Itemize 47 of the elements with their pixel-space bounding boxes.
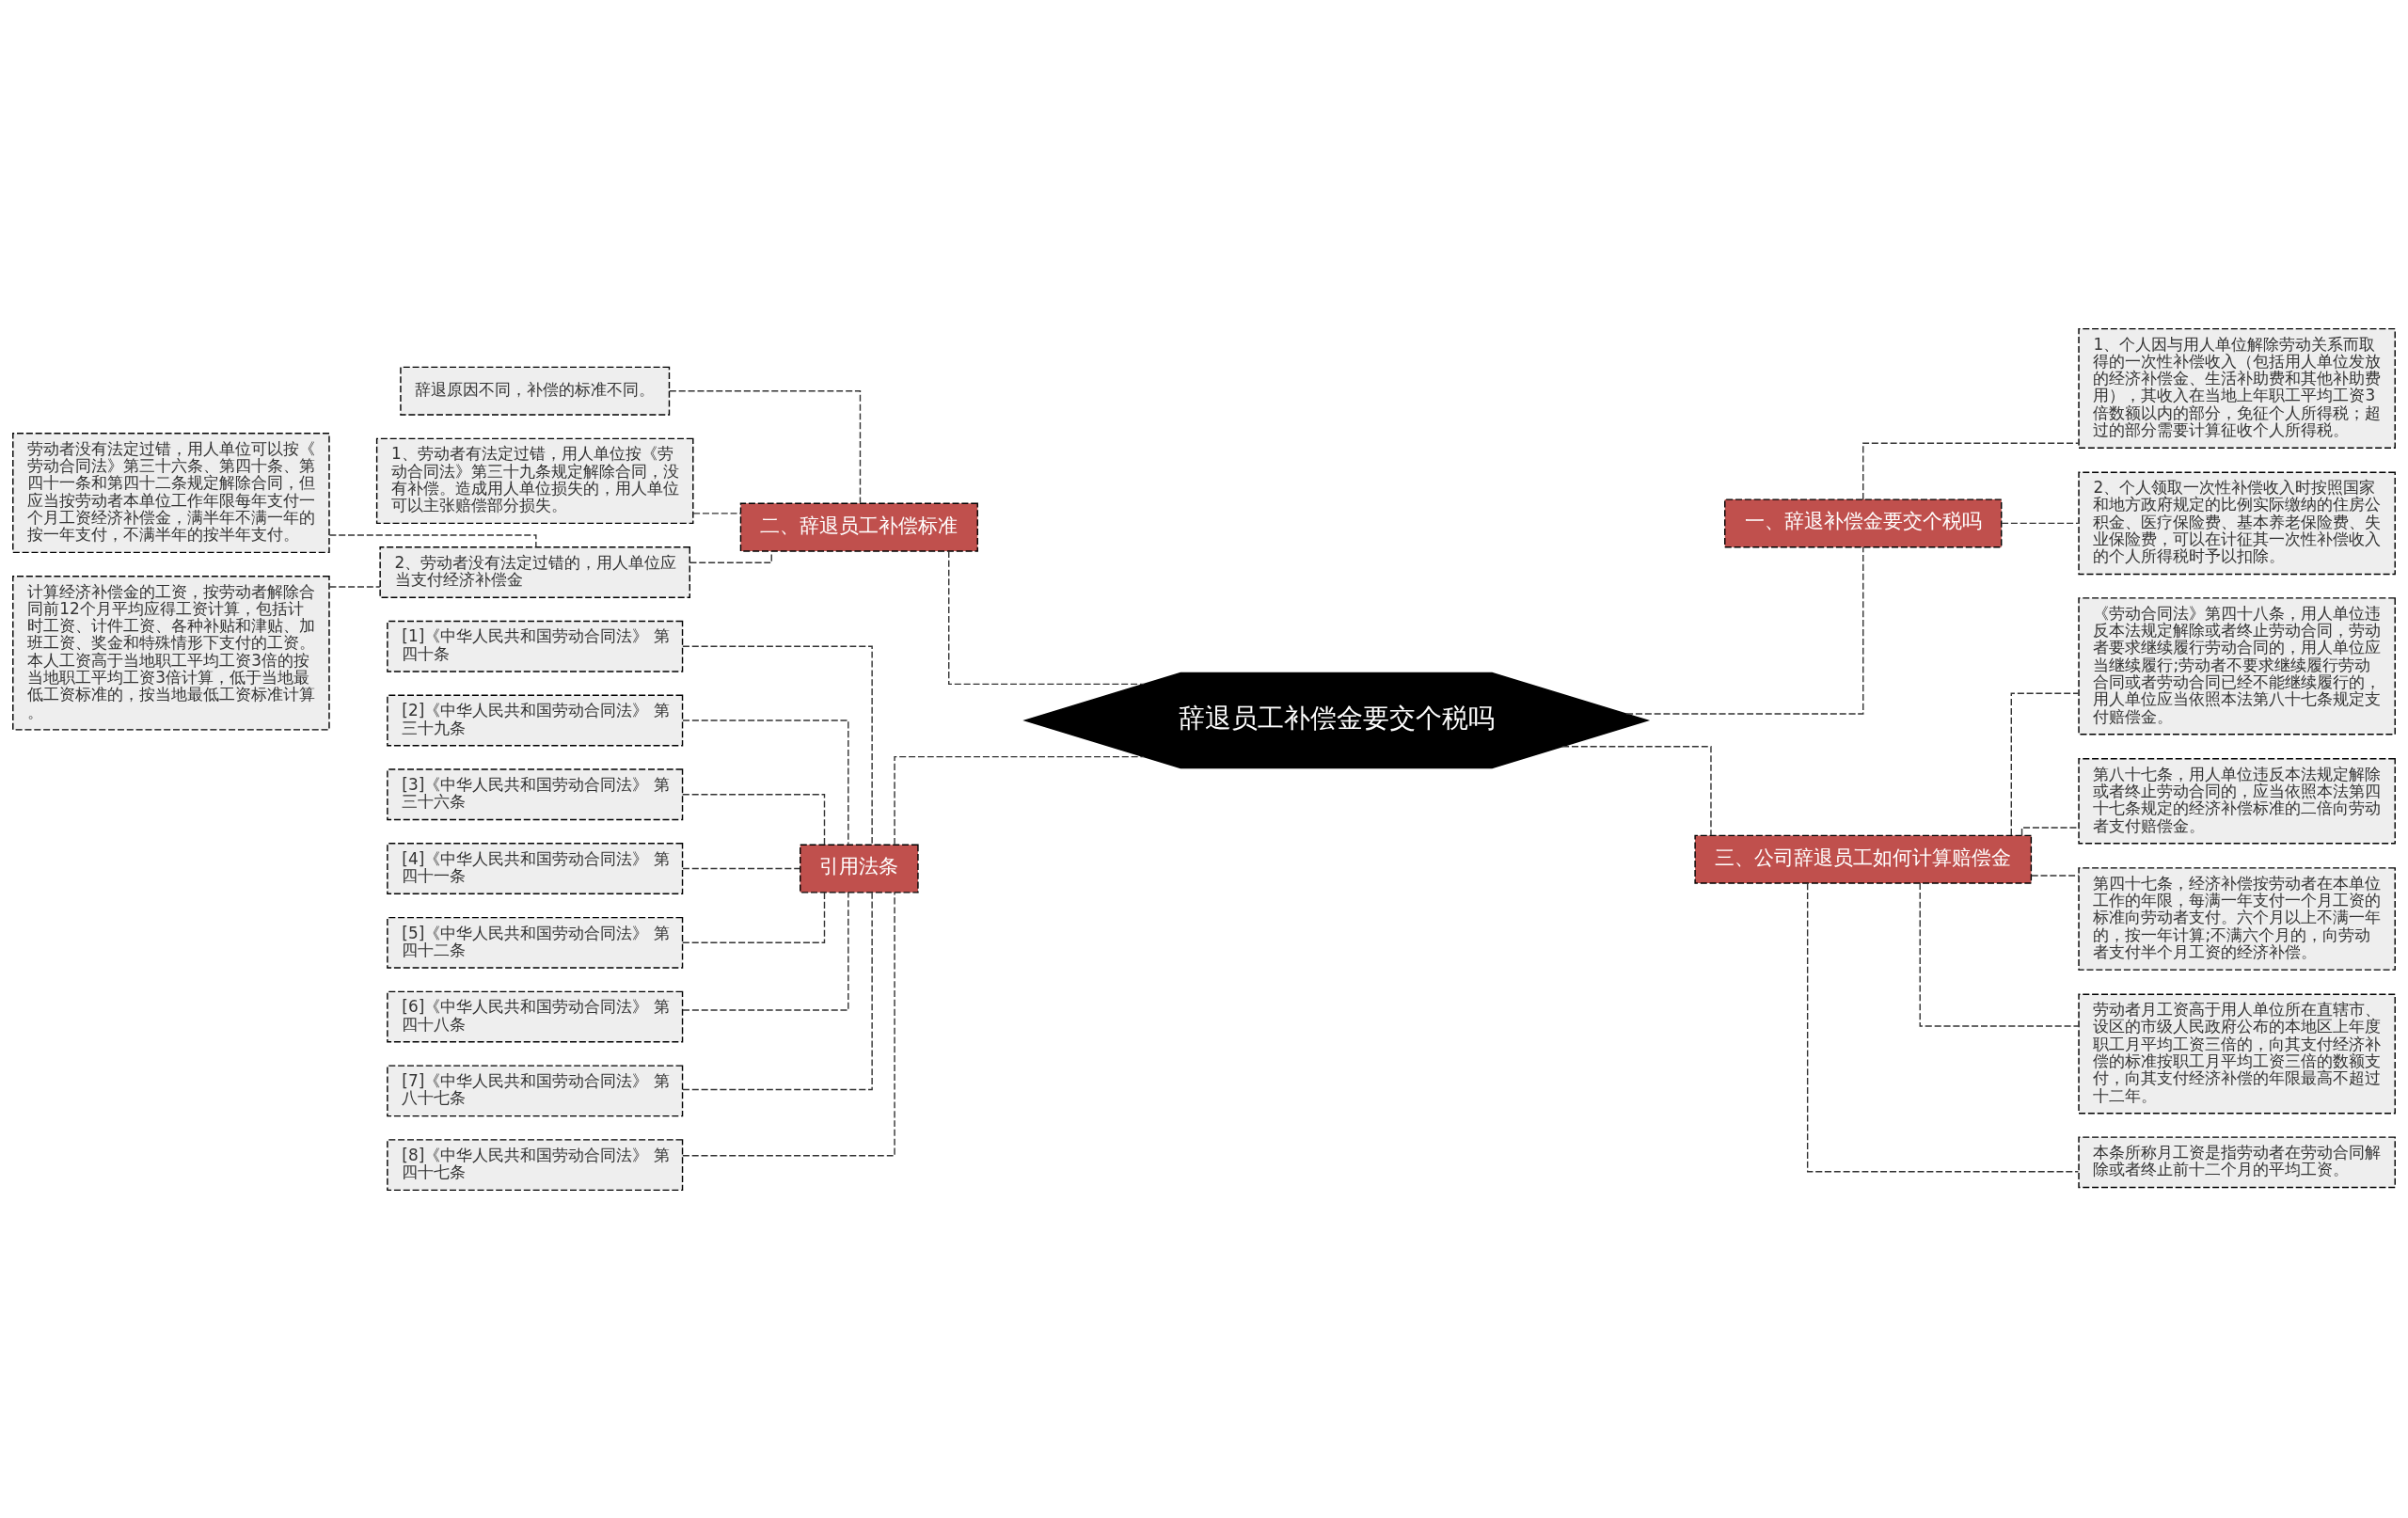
node-box: [8]《中华人民共和国劳动合同法》 第四十七条 [387, 1138, 684, 1191]
node-box: 三、公司辞退员工如何计算赔偿金 [1694, 834, 2033, 884]
connector [1625, 546, 1864, 715]
node-box: 第四十七条，经济补偿按劳动者在本单位工作的年限，每满一年支付一个月工资的标准向劳动者支付。六个月以上不满一年的，按一年计算;不满六个月的，向劳动者支付半个月工资的经济补偿。 [2078, 866, 2396, 971]
node-box: 计算经济补偿金的工资，按劳动者解除合同前12个月平均应得工资计算，包括计时工资、计件工资、各种补贴和津贴、加班工资、奖金和特殊情形下支付的工资。本人工资高于当地职工平均工资3倍的按当地职工平均工资3倍计算，低于当地最低工资标准的，按当地最低工资标准计算。 [12, 575, 330, 731]
node-box: 本条所称月工资是指劳动者在劳动合同解除或者终止前十二个月的平均工资。 [2078, 1135, 2396, 1188]
connector [1806, 882, 2080, 1172]
connector [682, 793, 826, 846]
node-box: 一、辞退补偿金要交个税吗 [1724, 498, 2003, 547]
node-box: 第八十七条，用人单位违反本法规定解除或者终止劳动合同的，应当依照本法第四十七条规定的经济补偿标准的二倍向劳动者支付赔偿金。 [2078, 757, 2396, 845]
connector [682, 891, 826, 943]
connector [682, 891, 895, 1156]
connector [328, 585, 381, 588]
node-box: 劳动者月工资高于用人单位所在直辖市、设区的市级人民政府公布的本地区上年度职工月平均工资三倍的，向其支付经济补偿的标准按职工月平均工资三倍的数额支付，向其支付经济补偿的年限最高不超过十二年。 [2078, 993, 2396, 1114]
node-box: [7]《中华人民共和国劳动合同法》 第八十七条 [387, 1064, 684, 1116]
connector [682, 867, 801, 869]
connector [669, 389, 862, 503]
connector [2010, 692, 2080, 836]
connector [328, 533, 537, 547]
node-box: [3]《中华人民共和国劳动合同法》 第三十六条 [387, 767, 684, 820]
connector [1561, 745, 1712, 836]
connector [1862, 442, 2080, 500]
connector [682, 891, 849, 1011]
node-box: 1、个人因与用人单位解除劳动关系而取得的一次性补偿收入（包括用人单位发放的经济补偿金、生活补助费和其他补助费用），其收入在当地上年职工平均工资3倍数额以内的部分，免征个人所得税；超过的部分需要计算征收个人所得税。 [2078, 327, 2396, 449]
node-box: 二、辞退员工补偿标准 [739, 502, 978, 552]
connector [1919, 881, 2080, 1027]
node-box: [6]《中华人民共和国劳动合同法》 第四十八条 [387, 990, 684, 1043]
node-box: 2、劳动者没有法定过错的，用人单位应当支付经济补偿金 [379, 546, 690, 598]
connector [948, 549, 1145, 685]
connector [682, 719, 849, 845]
connector [2030, 874, 2080, 877]
connector [2001, 522, 2080, 524]
node-box: [4]《中华人民共和国劳动合同法》 第四十一条 [387, 842, 684, 894]
connector [689, 550, 772, 563]
node-box: 2、个人领取一次性补偿收入时按照国家和地方政府规定的比例实际缴纳的住房公积金、医疗保险费、基本养老保险费、失业保险费，可以在计征其一次性补偿收入的个人所得税时予以扣除。 [2078, 471, 2396, 575]
connector [894, 755, 1145, 845]
node-box: 《劳动合同法》第四十八条，用人单位违反本法规定解除或者终止劳动合同，劳动者要求继续履行劳动合同的，用人单位应当继续履行;劳动者不要求继续履行劳动合同或者劳动合同已经不能继续履行的，用人单位应当依照本法第八十七条规定支付赔偿金。 [2078, 596, 2396, 735]
connector [682, 645, 873, 845]
node-box: 劳动者没有法定过错，用人单位可以按《劳动合同法》第三十六条、第四十条、第四十一条和第四十二条规定解除合同，但应当按劳动者本单位工作年限每年支付一个月工资经济补偿金，满半年不满一年的按一年支付，不满半年的按半年支付。 [12, 432, 330, 553]
node-box: 引用法条 [800, 844, 919, 893]
connector [692, 512, 741, 514]
node-box: [2]《中华人民共和国劳动合同法》 第三十九条 [387, 694, 684, 746]
node-box: [1]《中华人民共和国劳动合同法》 第四十条 [387, 620, 684, 672]
node-box: 1、劳动者有法定过错，用人单位按《劳动合同法》第三十九条规定解除合同，没有补偿。造成用人单位损失的，用人单位可以主张赔偿部分损失。 [375, 437, 694, 524]
connector [682, 891, 873, 1090]
node-box: [5]《中华人民共和国劳动合同法》 第四十二条 [387, 916, 684, 969]
node-box: 辞退原因不同，补偿的标准不同。 [400, 366, 671, 416]
